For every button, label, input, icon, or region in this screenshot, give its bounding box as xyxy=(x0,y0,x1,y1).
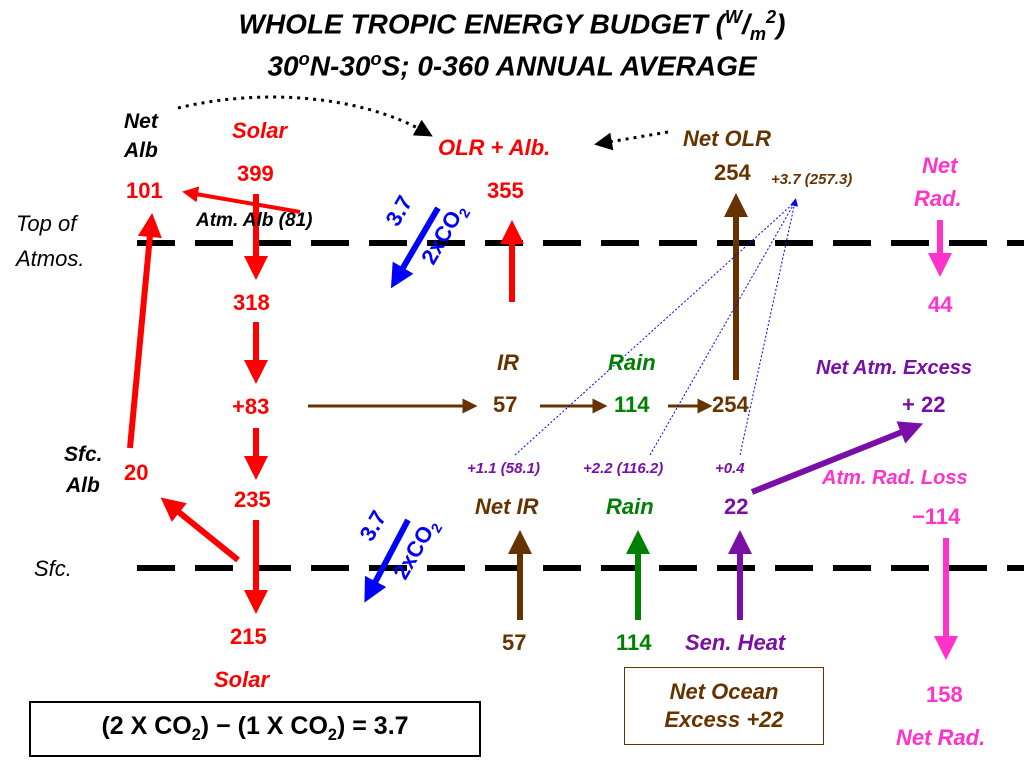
net-rad-top-value: 44 xyxy=(928,292,953,317)
net-rad-sfc-value: 158 xyxy=(926,682,963,707)
solar-after-alb-value: 318 xyxy=(233,290,270,315)
sens-change: +0.4 xyxy=(715,460,745,477)
net-rad-top-label-1: Net xyxy=(922,153,958,178)
net-ir-change-dotted-line xyxy=(514,201,796,456)
net-atm-excess-value: + 22 xyxy=(902,392,946,417)
rain-change-dotted-line xyxy=(649,201,796,456)
olr-alb-label: OLR + Alb. xyxy=(438,135,551,160)
sfc-alb-value: 20 xyxy=(124,460,149,485)
olr-alb-value: 355 xyxy=(487,178,524,203)
solar-at-surface-value: 235 xyxy=(234,487,271,512)
atm-alb-arrow xyxy=(182,186,301,214)
atm-rad-loss-value: −114 xyxy=(912,504,961,529)
net-olr-label: Net OLR xyxy=(683,126,771,151)
rain-sfc-value: 114 xyxy=(616,630,652,655)
net-ir-change: +1.1 (58.1) xyxy=(467,460,540,477)
net-ir-label: Net IR xyxy=(475,494,539,519)
solar-incoming-value: 399 xyxy=(237,161,274,186)
rain-atm-label: Rain xyxy=(608,350,656,375)
solar-bottom-label: Solar xyxy=(214,667,270,692)
co2-top-arrow xyxy=(390,206,441,289)
sfc-reflect-arrow xyxy=(160,497,240,563)
solar-absorbed-atm-value: +83 xyxy=(232,394,270,419)
co2-sfc-arrow xyxy=(364,518,411,603)
sens-heat-value: 22 xyxy=(724,494,749,519)
rain-change: +2.2 (116.2) xyxy=(583,460,664,477)
net-alb-label-1: Net xyxy=(124,110,158,133)
net-olr-to-olr-dotted-arrow xyxy=(594,130,669,151)
title-line-2: 30oN-30oS; 0-360 ANNUAL AVERAGE xyxy=(267,49,757,82)
sfc-alb-label-1: Sfc. xyxy=(64,443,103,466)
net-ocean-excess-box: Net Ocean Excess +22 xyxy=(624,667,824,745)
top-of-atmos-label-2: Atmos. xyxy=(16,246,85,271)
ocean-box-line-1: Net Ocean xyxy=(669,679,779,704)
net-olr-value: 254 xyxy=(714,160,751,185)
formula-text: (2 X CO2) − (1 X CO2) = 3.7 xyxy=(101,712,409,745)
ir-value: 57 xyxy=(493,392,518,417)
atm-alb-label: Atm. Alb (81) xyxy=(196,210,313,231)
rain-sfc-label: Rain xyxy=(606,494,654,519)
atm-rad-loss-label: Atm. Rad. Loss xyxy=(822,467,968,489)
surface-level-label: Sfc. xyxy=(34,556,72,581)
ir-label: IR xyxy=(497,350,519,375)
sens-change-dotted-line xyxy=(739,198,799,456)
ocean-box-line-2: Excess +22 xyxy=(664,707,784,732)
title-line-1: WHOLE TROPIC ENERGY BUDGET (W/m2) xyxy=(238,7,786,44)
net-olr-change: +3.7 (257.3) xyxy=(771,171,853,188)
net-alb-value: 101 xyxy=(126,178,163,203)
net-atm-excess-label: Net Atm. Excess xyxy=(816,357,972,379)
sens-heat-label: Sen. Heat xyxy=(685,630,786,655)
co2-difference-formula: (2 X CO2) − (1 X CO2) = 3.7 xyxy=(29,701,481,757)
solar-absorbed-sfc-value: 215 xyxy=(230,624,267,649)
rain-atm-value: 114 xyxy=(614,392,650,417)
net-atm-excess-arrow xyxy=(750,421,924,495)
solar-top-label: Solar xyxy=(232,118,288,143)
olr-chain-value: 254 xyxy=(712,392,749,417)
net-alb-label-2: Alb xyxy=(124,139,158,162)
sfc-alb-up-arrow xyxy=(127,213,162,449)
net-rad-sfc-label: Net Rad. xyxy=(896,725,986,750)
net-alb-to-olr-dotted-arrow xyxy=(177,95,433,137)
sfc-alb-label-2: Alb xyxy=(66,474,100,497)
top-of-atmos-label-1: Top of xyxy=(16,211,77,236)
net-rad-top-label-2: Rad. xyxy=(914,186,962,211)
net-ir-sfc-value: 57 xyxy=(502,630,527,655)
